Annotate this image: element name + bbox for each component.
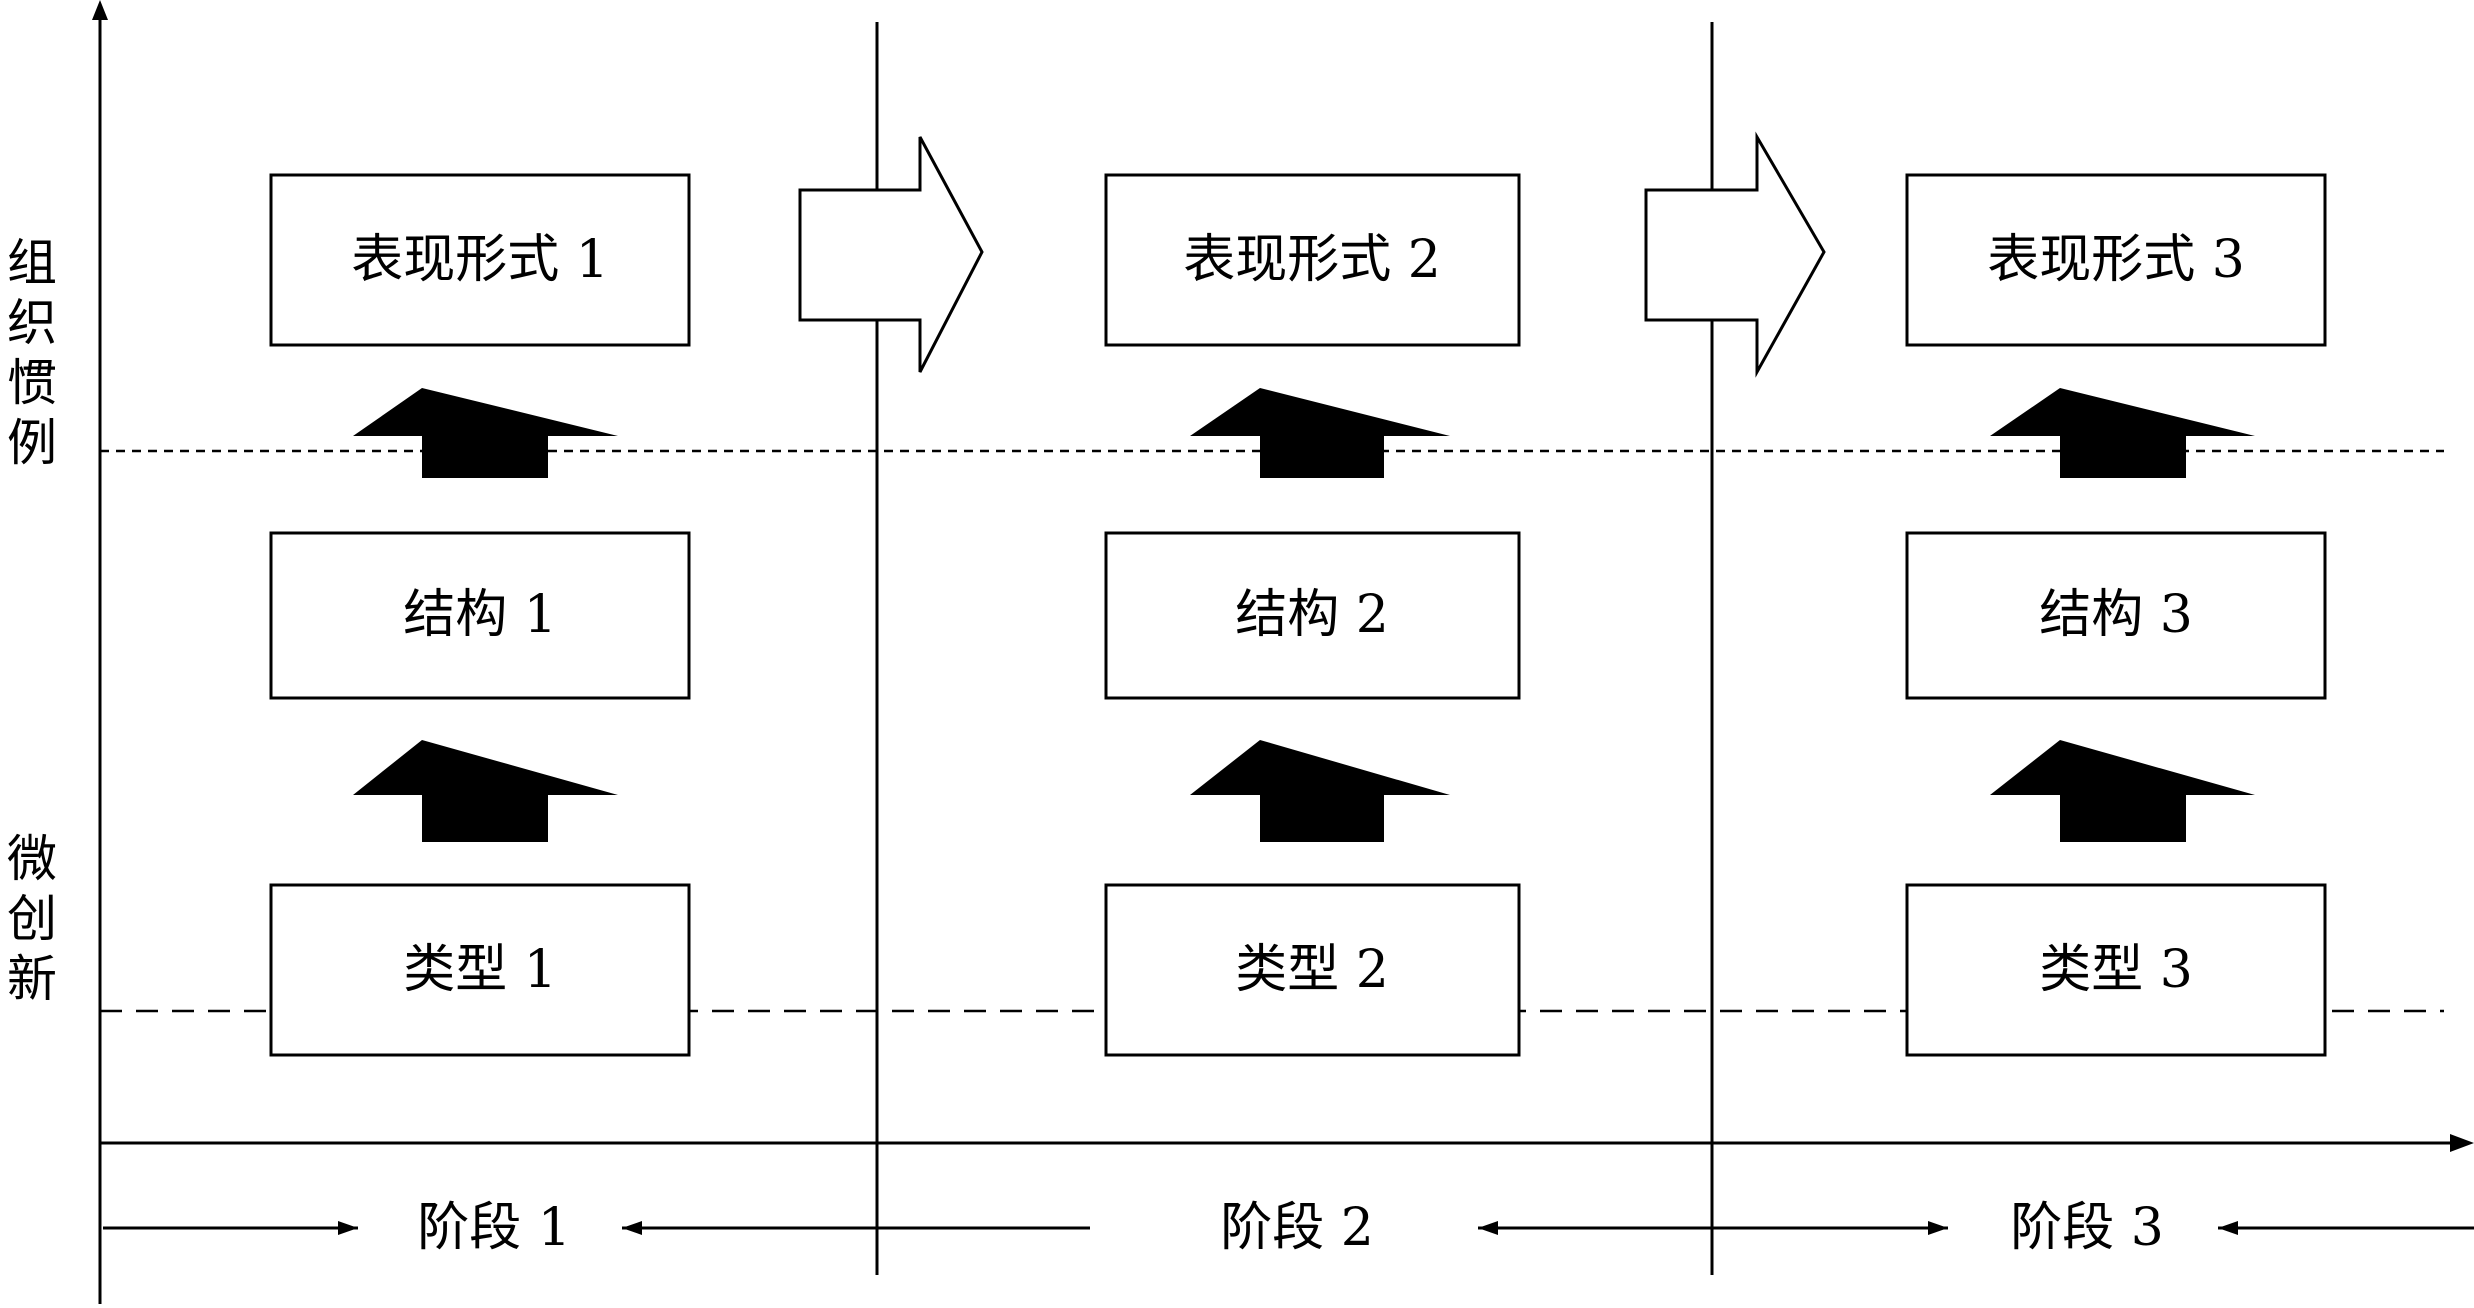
stage-label-3: 阶段 3 [2010, 1198, 2164, 1258]
type-box-3 [1905, 883, 2327, 1057]
up-arrow-form-3 [1990, 388, 2255, 478]
stage-column-2: 表现形式 2 结构 2 类型 2 [1104, 173, 1521, 1057]
horizontal-axis-arrowhead [2450, 1134, 2474, 1152]
structure-label-1: 结构 1 [403, 585, 557, 645]
upper-axis-label-char-2: 织 [7, 294, 57, 352]
stage-label-1: 阶段 1 [417, 1198, 571, 1258]
form-box-3 [1905, 173, 2327, 347]
form-label-1: 表现形式 1 [351, 230, 609, 290]
stage-column-1: 表现形式 1 结构 1 类型 1 [269, 173, 691, 1057]
form-label-2: 表现形式 2 [1183, 230, 1441, 290]
lower-axis-label-char-1: 微 [7, 830, 57, 888]
up-arrow-structure-3 [1990, 740, 2255, 842]
structure-box-3 [1905, 531, 2327, 700]
lower-axis-label-char-3: 新 [7, 950, 57, 1008]
upper-axis-label-char-4: 例 [7, 414, 57, 472]
up-arrow-form-1 [353, 388, 618, 478]
type-label-3: 类型 3 [2039, 940, 2193, 1000]
lower-axis-label: 微 创 新 [7, 830, 57, 1008]
vertical-axis-arrowhead [92, 0, 108, 20]
up-arrow-structure-1 [353, 740, 618, 842]
form-box-2 [1104, 173, 1521, 347]
type-box-2 [1104, 883, 1521, 1057]
type-box-1 [269, 883, 691, 1057]
structure-box-2 [1104, 531, 1521, 700]
type-label-1: 类型 1 [403, 940, 557, 1000]
stage-label-2: 阶段 2 [1220, 1198, 1374, 1258]
stage-column-3: 表现形式 3 结构 3 类型 3 [1905, 173, 2327, 1057]
stage-transition-arrow-1 [798, 136, 984, 373]
form-box-1 [269, 173, 691, 347]
upper-axis-label-char-1: 组 [7, 234, 57, 292]
structure-label-2: 结构 2 [1235, 585, 1389, 645]
upper-axis-label: 组 织 惯 例 [7, 234, 57, 472]
stage-transition-arrow-2 [1644, 131, 1826, 378]
structure-box-1 [269, 531, 691, 700]
up-arrow-form-2 [1190, 388, 1450, 478]
structure-label-3: 结构 3 [2039, 585, 2193, 645]
lower-axis-label-char-2: 创 [7, 890, 57, 948]
form-label-3: 表现形式 3 [1987, 230, 2245, 290]
upper-axis-label-char-3: 惯 [7, 354, 57, 412]
up-arrow-structure-2 [1190, 740, 1450, 842]
type-label-2: 类型 2 [1235, 940, 1389, 1000]
